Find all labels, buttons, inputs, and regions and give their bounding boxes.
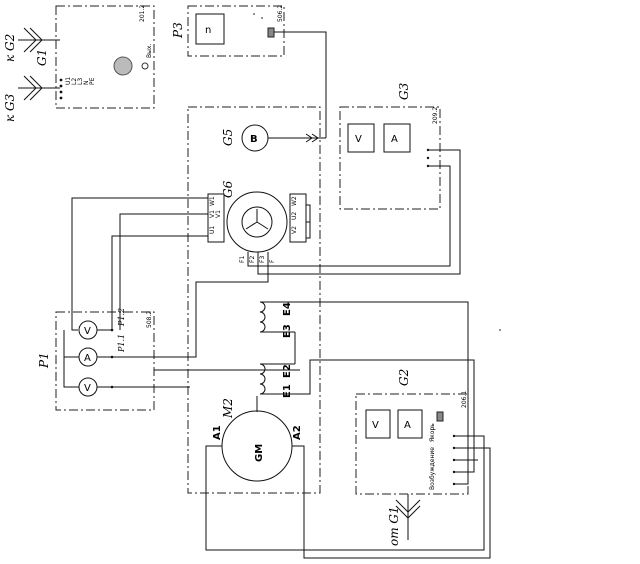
- field-windings: E4 E3 E2 E1: [259, 301, 295, 398]
- g6-pin-u2: U2: [291, 212, 298, 220]
- g2-block: G2 206.1 V A Якорь Возбуждение: [355, 369, 469, 495]
- g6-pin-v2: V2: [291, 226, 298, 234]
- g6-pin-f2: F2: [249, 256, 256, 263]
- p3-display: [195, 13, 225, 45]
- g5-sensor: G5 B: [221, 124, 326, 152]
- p1-block: P1 508.2 V A V P1.1 P1.2: [37, 308, 155, 411]
- p3-n: n: [205, 25, 211, 36]
- connector-to-g3: к G3: [3, 75, 60, 122]
- m2-machine: M2 GM A1 A2: [212, 396, 303, 482]
- p1-a: A: [84, 353, 91, 364]
- p1-v-bottom: V: [84, 383, 91, 394]
- g6-machine: G6 W1 V1 U1 V1 W2 U2 V2 F1 F2 F3 F: [207, 180, 311, 263]
- p1-label: P1: [37, 352, 51, 369]
- g1-pin-2: L3: [77, 78, 84, 85]
- connector-to-g2: к G2: [3, 27, 60, 62]
- g6-pin-v1: V1: [209, 210, 216, 218]
- to-g2-label: к G2: [3, 34, 17, 62]
- to-g3-label: к G3: [3, 93, 17, 122]
- g2-code: 206.1: [461, 391, 468, 408]
- machine-frame: [187, 106, 321, 494]
- g6-pin-f: F: [269, 259, 276, 263]
- g6-pin-f3: F3: [259, 256, 266, 263]
- a2-label: A2: [292, 425, 303, 440]
- p3-code: 506.2: [277, 5, 284, 22]
- g1-pin-1: L2: [71, 78, 78, 85]
- g1-output-label: Вых.: [146, 44, 153, 58]
- from-g1-label: от G1: [387, 506, 401, 546]
- g5-b: B: [250, 134, 258, 145]
- g1-knob-icon: [113, 56, 133, 76]
- g3-block: G3 209.2 V A: [339, 82, 441, 210]
- m2-label: M2: [221, 398, 235, 419]
- g6-pin-w1: W1: [209, 196, 216, 206]
- connector-from-g1: от G1: [387, 494, 421, 546]
- p3-label: P3: [171, 22, 185, 39]
- g1-pin-0: U1: [65, 77, 72, 85]
- g3-label: G3: [397, 82, 411, 100]
- e4-label: E4: [282, 302, 293, 316]
- g2-switch-icon: [436, 411, 444, 422]
- g5-label: G5: [221, 129, 235, 146]
- g2-v: V: [372, 420, 379, 431]
- g6-pin-u1: U1: [209, 226, 216, 234]
- g3-v: V: [355, 134, 362, 145]
- p1-v-top: V: [84, 326, 91, 337]
- e3-label: E3: [282, 324, 293, 338]
- g2-label-bottom: Возбуждение: [429, 447, 436, 490]
- p3-block: P3 n 506.2: [171, 5, 285, 57]
- p1-code: 508.2: [146, 311, 153, 328]
- p1-2-label: P1.2: [117, 308, 126, 327]
- g1-code: 201.2: [139, 5, 146, 22]
- e2-label: E2: [282, 364, 293, 378]
- g2-label-top: Якорь: [429, 423, 436, 442]
- p3-socket-icon: [267, 27, 275, 38]
- g2-a: A: [404, 420, 411, 431]
- g3-a: A: [391, 134, 398, 145]
- g2-label: G2: [397, 369, 411, 386]
- g1-pin-4: PE: [89, 77, 96, 85]
- g6-pin-v1b: V1: [215, 210, 222, 218]
- g6-pin-f1: F1: [239, 256, 246, 263]
- g6-pin-w2: W2: [291, 196, 298, 206]
- g1-label: G1: [35, 49, 49, 66]
- wiring: [63, 31, 491, 559]
- g1-block: 201.2 G1 Вых. U1 L2 L3 N PE: [35, 5, 155, 109]
- g3-code: 209.2: [432, 107, 439, 124]
- g1-pin-3: N: [83, 81, 90, 86]
- g1-output-jack-icon: [141, 62, 149, 70]
- gm-label: GM: [254, 444, 265, 462]
- p1-1-label: P1.1: [117, 334, 126, 353]
- e1-label: E1: [282, 384, 293, 398]
- a1-label: A1: [212, 425, 223, 440]
